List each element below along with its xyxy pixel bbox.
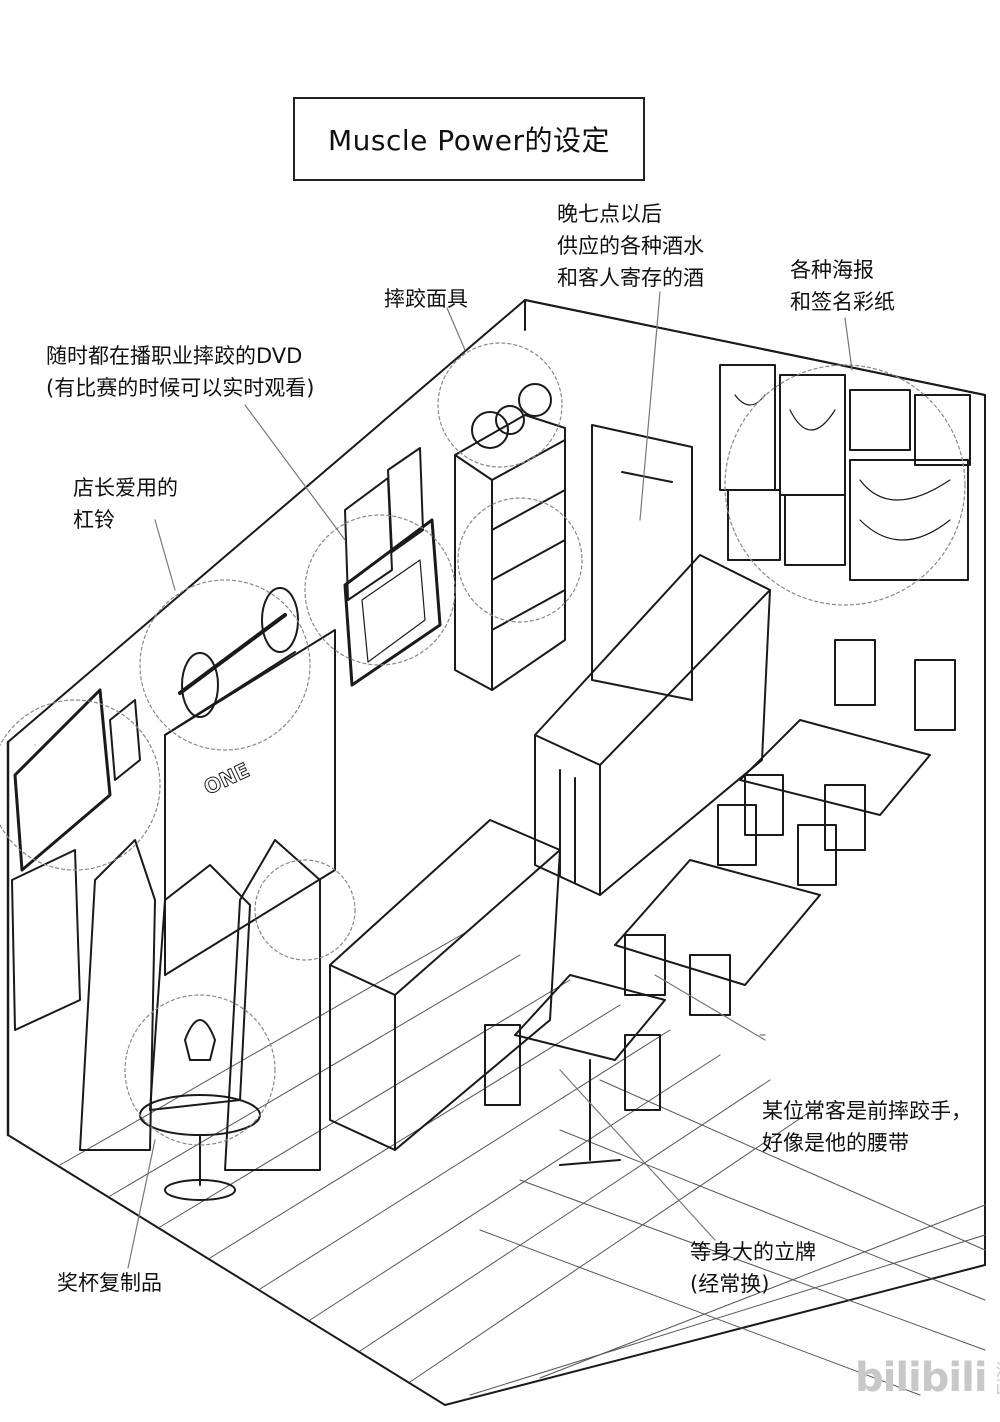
front-counter [329,819,561,1151]
poster-wall [719,364,971,581]
drinks-label: 晚七点以后 供应的各种酒水 和客人寄存的酒 [557,202,704,290]
watermark: bilibili 漫画 [855,1355,1000,1401]
chairs [484,639,956,1111]
page-title: Muscle Power的设定 [293,97,645,181]
posters-label: 各种海报 和签名彩纸 [790,258,895,314]
mask-shelf [454,383,566,691]
standee-label: 等身大的立牌 (经常换) [690,1240,816,1296]
dining-tables [514,719,931,1166]
room-walls [6,299,986,1406]
dvd-label: 随时都在播职业摔跤的DVD (有比赛的时候可以实时观看) [46,344,315,400]
callout-circles [0,342,966,1146]
watermark-logo: bilibili [855,1355,988,1401]
floor-tiles [59,929,986,1396]
leader-lines [34,291,853,1269]
belt-label: 某位常客是前摔跤手， 好像是他的腰带 [762,1099,972,1155]
watermark-sub: 漫画 [991,1361,1000,1395]
trophy-label: 奖杯复制品 [57,1271,162,1295]
left-wall-posters [11,688,141,1031]
masks-label: 摔跤面具 [384,287,468,311]
back-door [591,424,693,701]
barbell-label: 店长爱用的 杠铃 [73,476,178,532]
standees [79,839,321,1171]
back-counter [534,554,771,896]
tv [343,447,442,687]
wall-sign: ONE [200,758,253,800]
